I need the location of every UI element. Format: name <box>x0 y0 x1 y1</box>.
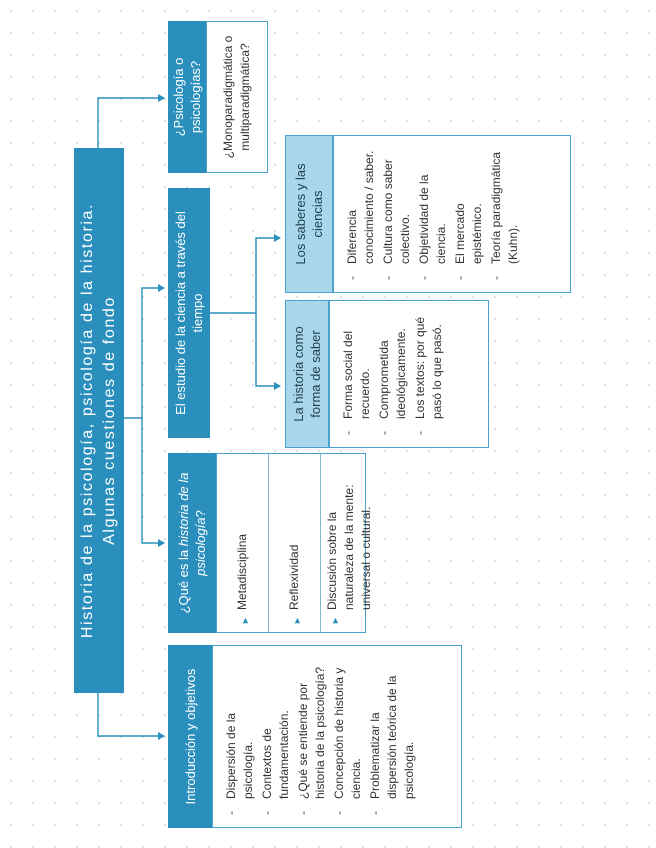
connector-split <box>210 312 281 390</box>
historia-item: Los textos: por qué pasó lo que pasó. <box>412 311 446 439</box>
que-es-row-2: ► Reflexividad <box>269 454 321 632</box>
connector-trunk <box>124 417 165 547</box>
que-es-header-text: ¿Qué es la historia de la psicología? <box>176 472 208 614</box>
que-es-item: Metadisciplina <box>235 533 249 610</box>
estudio-header-text: El estudio de la ciencia a través del ti… <box>173 211 205 415</box>
que-es-row-3: ► Discusión sobre la naturaleza de la me… <box>321 454 373 632</box>
intro-item: Contextos de fundamentación. <box>259 656 293 819</box>
bullet-arrow-icon: ► <box>240 616 250 625</box>
que-es-row-1: ► Metadisciplina <box>217 454 269 632</box>
intro-header-text: Introducción y objetivos <box>182 668 198 805</box>
psicologia-header: ¿Psicología o psicologías? <box>168 21 206 173</box>
historia-list: Forma social del recuerdo. Comprometida … <box>330 301 454 447</box>
connector-psicologia <box>97 94 165 148</box>
intro-item: ¿Qué se entiende por historia de la psic… <box>295 656 329 819</box>
historia-body: Forma social del recuerdo. Comprometida … <box>329 300 489 448</box>
saberes-body: Diferencia conocimiento / saber. Cultura… <box>333 135 571 293</box>
connector-estudio <box>141 284 165 418</box>
bullet-arrow-icon: ► <box>330 616 340 625</box>
intro-item: Concepción de historia y ciencia. <box>331 656 365 819</box>
psicologia-body-text: ¿Monoparadigmática o multiparadigmática? <box>221 35 252 159</box>
intro-body: Dispersión de la psicología. Contextos d… <box>212 645 462 828</box>
saberes-list: Diferencia conocimiento / saber. Cultura… <box>334 136 530 292</box>
main-title-box: Historia de la psicología, psicología de… <box>74 148 124 693</box>
intro-item: Dispersión de la psicología. <box>223 656 257 819</box>
saberes-item: El mercado epistémico. <box>452 146 486 284</box>
psicologia-header-text: ¿Psicología o psicologías? <box>171 57 203 137</box>
historia-header-text: La historia como forma de saber <box>291 326 323 422</box>
que-es-body: ► Metadisciplina ► Reflexividad ► Discus… <box>216 453 373 633</box>
main-title-line1: Historia de la psicología, psicología de… <box>79 202 96 639</box>
saberes-header: Los saberes y las ciencias <box>285 135 333 293</box>
que-es-header: ¿Qué es la historia de la psicología? <box>168 453 216 633</box>
historia-header: La historia como forma de saber <box>285 300 329 448</box>
historia-item: Comprometida ideológicamente. <box>376 311 410 439</box>
historia-item: Forma social del recuerdo. <box>340 311 374 439</box>
bullet-arrow-icon: ► <box>292 616 302 625</box>
estudio-header: El estudio de la ciencia a través del ti… <box>168 188 210 438</box>
saberes-item: Objetividad de la ciencia. <box>416 146 450 284</box>
saberes-item: Cultura como saber colectivo. <box>380 146 414 284</box>
connector-saberes <box>255 234 281 313</box>
saberes-header-text: Los saberes y las ciencias <box>293 163 325 265</box>
intro-header: Introducción y objetivos <box>168 645 212 828</box>
saberes-item: Diferencia conocimiento / saber. <box>344 146 378 284</box>
saberes-item: Teoría paradigmática (Kuhn). <box>488 146 522 284</box>
intro-item: Problematizar la dispersión teórica de l… <box>367 656 418 819</box>
connector-intro <box>97 693 165 740</box>
que-es-item: Reflexividad <box>287 544 301 610</box>
psicologia-body: ¿Monoparadigmática o multiparadigmática? <box>206 21 268 173</box>
intro-list: Dispersión de la psicología. Contextos d… <box>213 646 426 827</box>
que-es-item: Discusión sobre la naturaleza de la ment… <box>325 484 373 610</box>
main-title-line2: Algunas cuestiones de fondo <box>101 296 118 545</box>
